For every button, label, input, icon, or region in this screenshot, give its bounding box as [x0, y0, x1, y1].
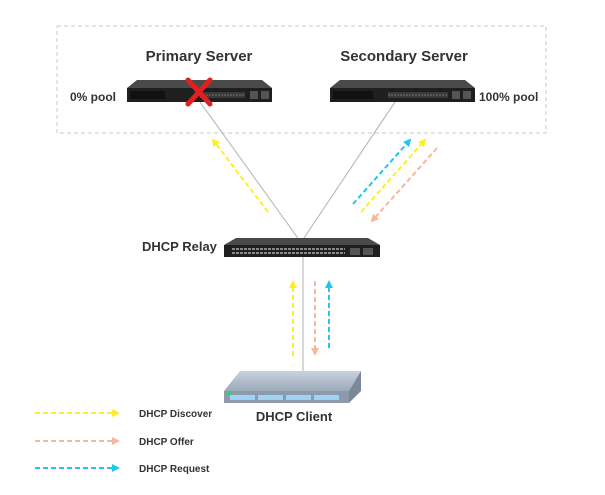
- primary-server-title: Primary Server: [146, 48, 253, 65]
- relay-switch-icon: [224, 238, 380, 257]
- legend-discover-label: DHCP Discover: [139, 409, 212, 420]
- legend: DHCP Discover DHCP Offer DHCP Request: [35, 409, 212, 475]
- secondary-pool-label: 100% pool: [479, 90, 538, 104]
- link-secondary-relay: [301, 101, 396, 242]
- offer-arrow-from-secondary: [370, 147, 438, 223]
- discover-arrow-to-secondary: [360, 138, 427, 213]
- failure-x-icon: [185, 77, 213, 107]
- discover-arrow-to-primary: [211, 138, 269, 213]
- secondary-server-title: Secondary Server: [340, 48, 468, 65]
- secondary-server-icon: [330, 80, 475, 102]
- client-label: DHCP Client: [256, 409, 333, 424]
- server-group-border: [56, 25, 547, 134]
- request-arrow-to-secondary: [352, 138, 412, 205]
- primary-pool-label: 0% pool: [70, 90, 116, 104]
- link-primary-relay: [199, 101, 301, 242]
- relay-label: DHCP Relay: [142, 239, 218, 254]
- legend-request-label: DHCP Request: [139, 464, 210, 475]
- client-device-icon: [224, 371, 361, 403]
- legend-offer-label: DHCP Offer: [139, 437, 194, 448]
